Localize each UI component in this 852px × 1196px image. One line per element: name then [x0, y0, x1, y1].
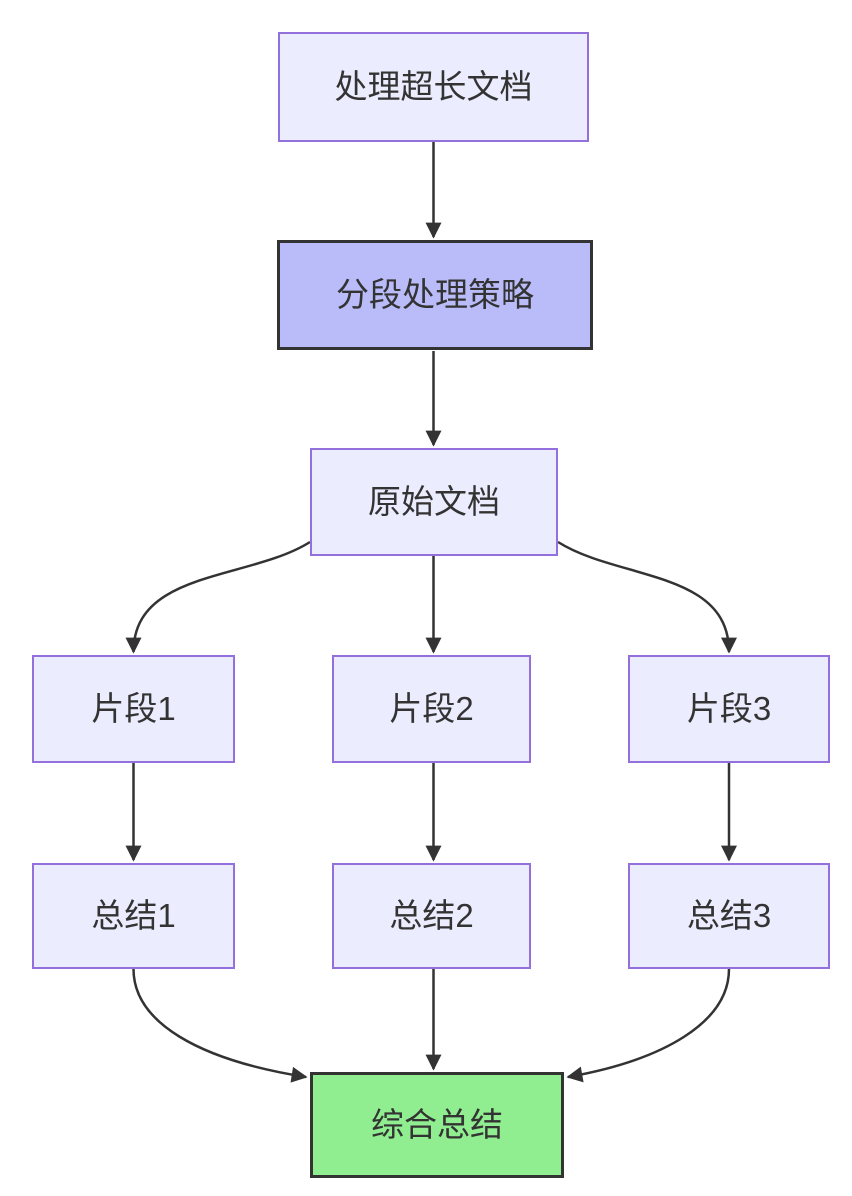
- node-summary-1: 总结1: [32, 863, 235, 969]
- edge-doc-chunk1: [125, 540, 311, 654]
- edge-doc-chunk3: [557, 540, 737, 654]
- node-chunk-3: 片段3: [628, 655, 830, 763]
- node-final-summary: 综合总结: [310, 1072, 564, 1178]
- edge-sum1-final: [132, 968, 308, 1083]
- edge-sum3-final: [566, 968, 731, 1083]
- node-strategy: 分段处理策略: [277, 240, 593, 350]
- node-chunk-2: 片段2: [332, 655, 531, 763]
- node-summary-3: 总结3: [628, 863, 830, 969]
- node-chunk-1: 片段1: [32, 655, 235, 763]
- node-start: 处理超长文档: [278, 32, 589, 142]
- node-original-document: 原始文档: [310, 448, 558, 556]
- node-summary-2: 总结2: [332, 863, 531, 969]
